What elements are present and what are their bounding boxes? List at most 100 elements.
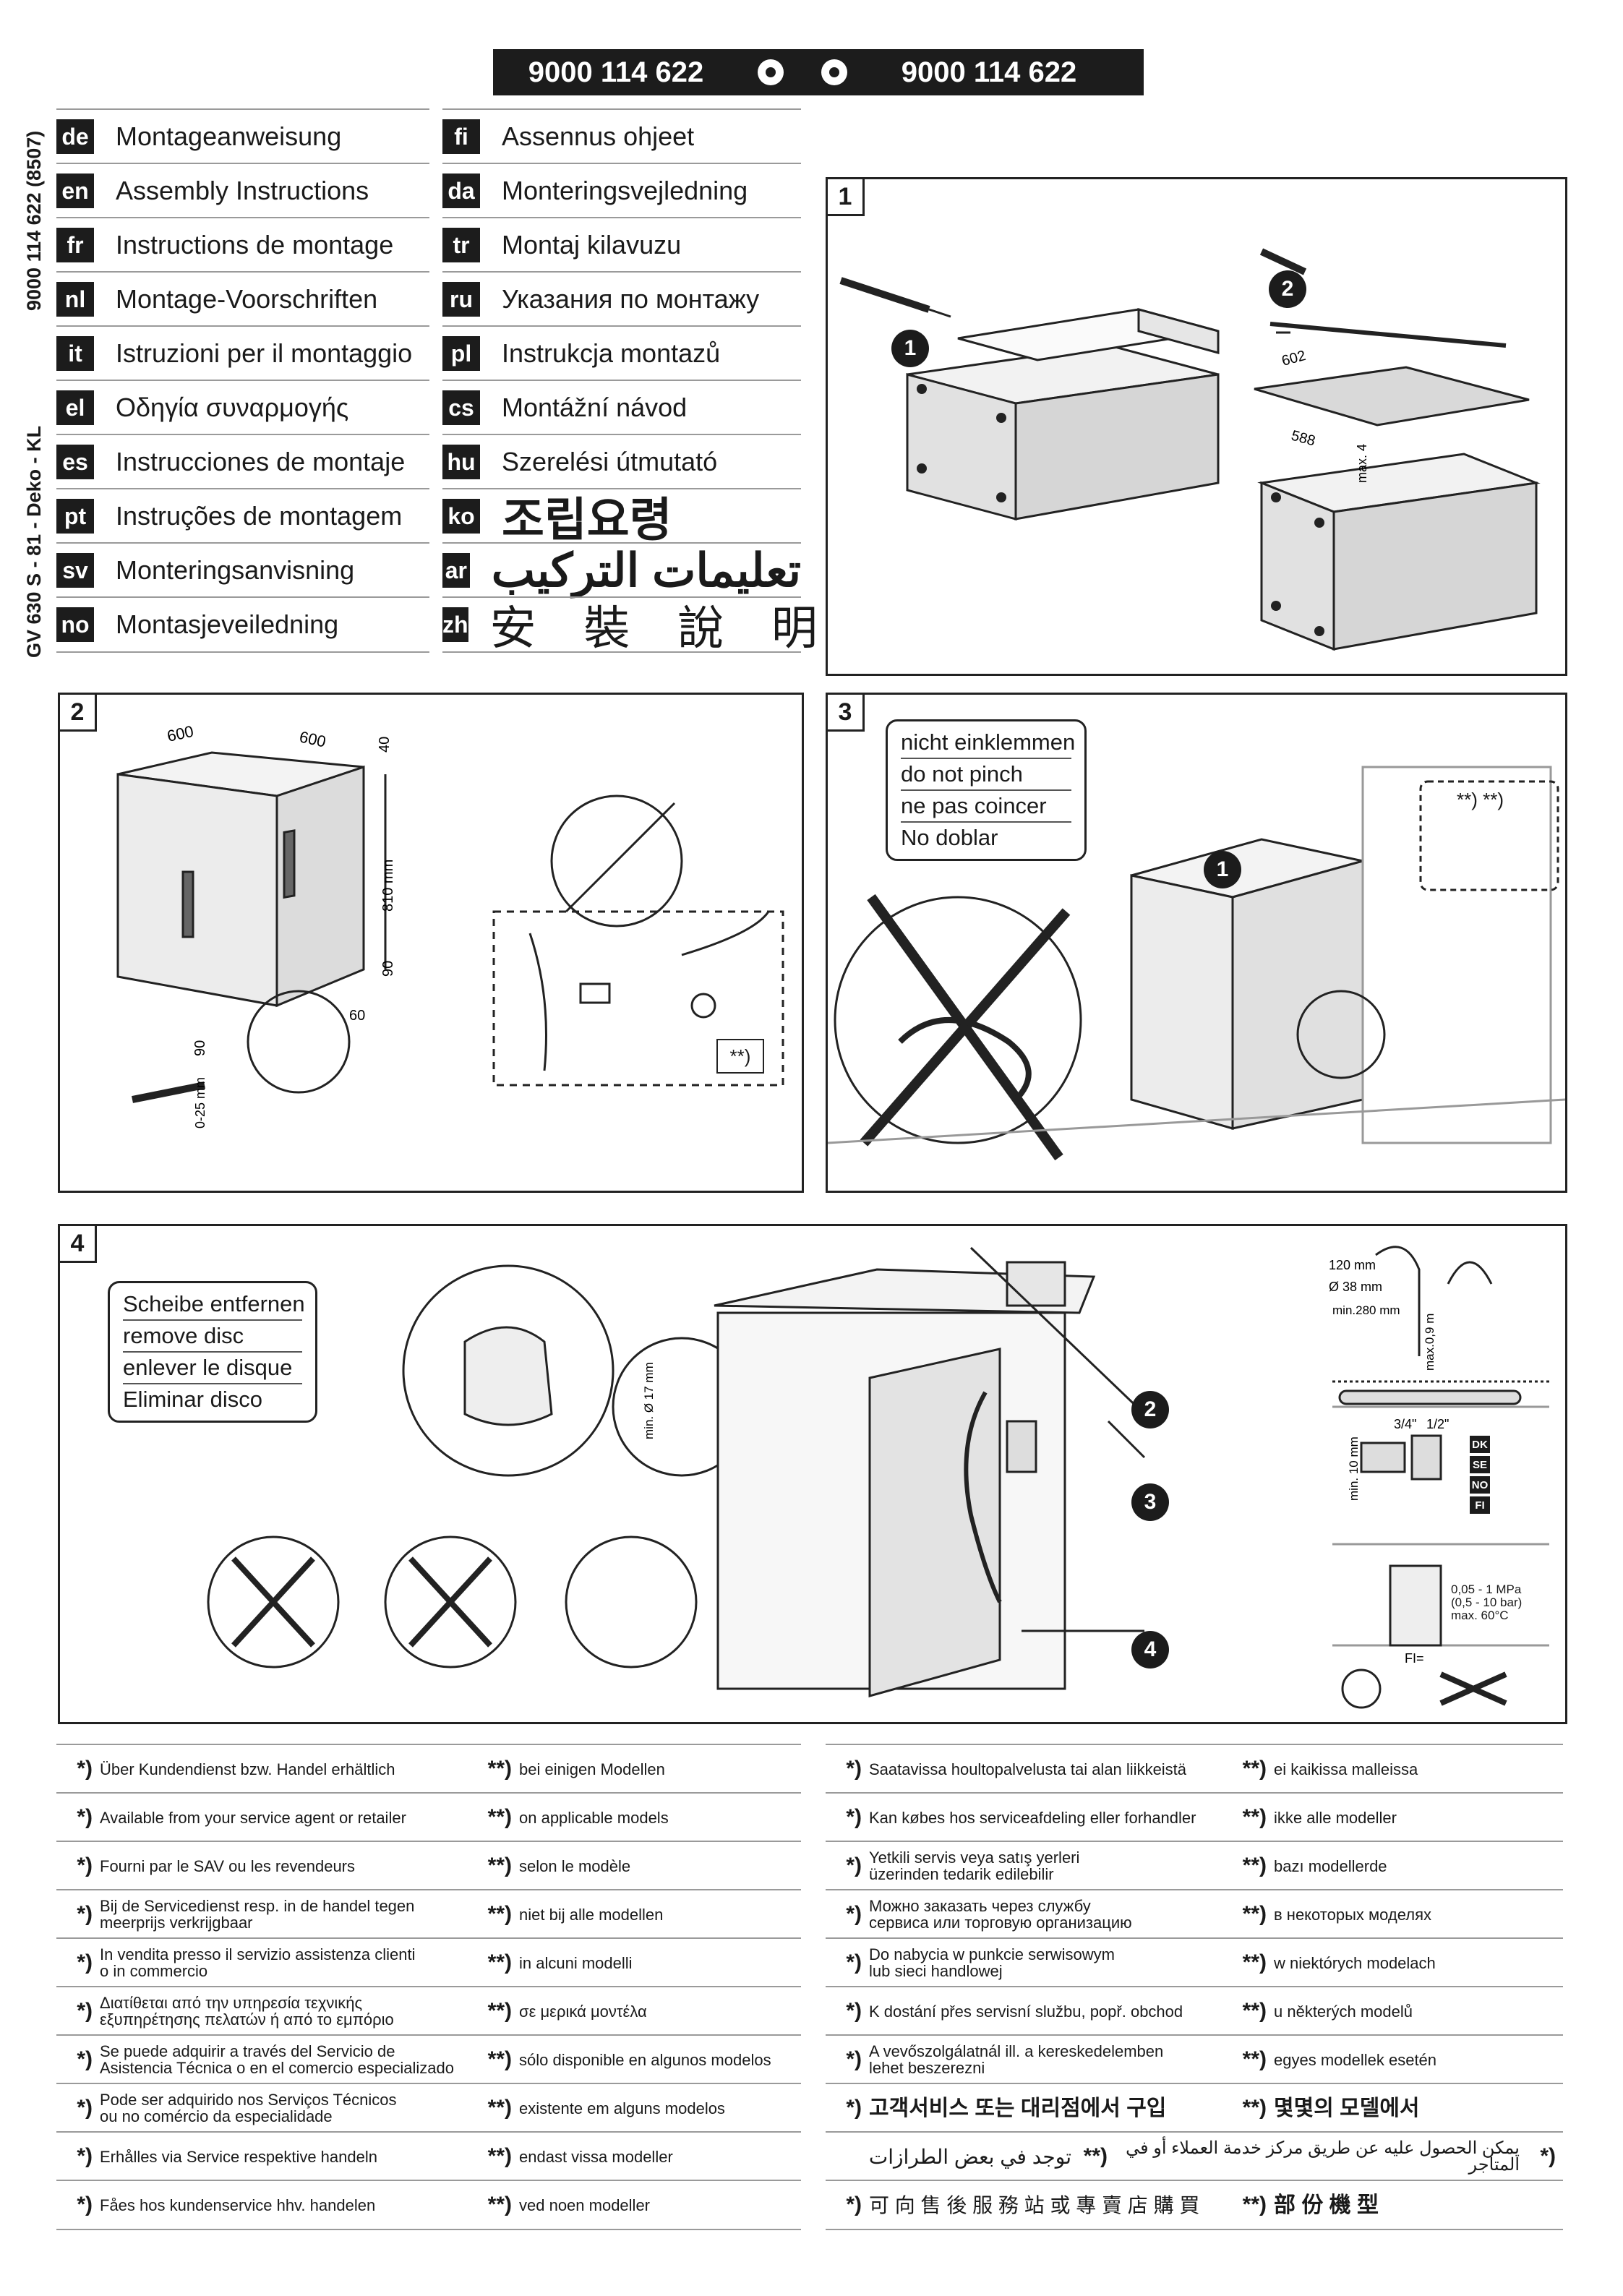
footnote-text: ei kaikissa malleissa <box>1274 1760 1418 1778</box>
language-title: Instructions de montage <box>116 230 394 260</box>
language-code: fr <box>56 228 94 262</box>
bullet-icon <box>758 59 784 85</box>
language-code: de <box>56 119 94 154</box>
step-marker-4: 4 <box>1131 1631 1169 1669</box>
language-title: تعليمات التركيب <box>491 544 801 596</box>
footnote-text: Fåes hos kundenservice hhv. handelen <box>100 2196 376 2214</box>
panel-1-illustration: 602 588 max. 4 <box>839 248 1541 651</box>
dim-foot-height: 90 <box>380 961 396 977</box>
footnote-text: niet bij alle modellen <box>519 1905 664 1924</box>
dim-602: 602 <box>1280 348 1308 369</box>
footnote-text: Можно заказать через службу сервиса или … <box>869 1897 1132 1932</box>
single-star-mark: *) <box>846 1902 862 1926</box>
dim-top: 40 <box>377 737 393 753</box>
dim-width: 600 <box>166 722 195 745</box>
fi-label: FI= <box>1405 1651 1424 1666</box>
footnote-text: in alcuni modelli <box>519 1953 633 1972</box>
panel-3-illustration <box>828 766 1565 1161</box>
language-code: it <box>56 336 94 371</box>
double-star-mark: **) <box>487 2144 512 2168</box>
single-star-mark: *) <box>77 2096 93 2120</box>
language-title: 조립요령 <box>502 494 672 546</box>
footnote-text: Saatavissa houltopalvelusta tai alan lii… <box>869 1760 1187 1778</box>
bullet-icon <box>821 59 847 85</box>
panel-number: 1 <box>828 179 865 216</box>
double-star-mark: **) <box>487 1854 512 1877</box>
double-star-mark: **) <box>487 1950 512 1974</box>
language-title: 安 裝 說 明 <box>489 602 835 654</box>
language-code: el <box>56 390 94 425</box>
thread-1-2: 1/2" <box>1426 1417 1449 1431</box>
footnote-text: Available from your service agent or ret… <box>100 1808 406 1827</box>
footnote-text: endast vissa modeller <box>519 2147 673 2166</box>
footnote-text: ved noen modeller <box>519 2196 651 2214</box>
model-notes: **) **) <box>1457 789 1504 810</box>
footnote-row: *) Pode ser adquirido nos Serviços Técnic… <box>56 2083 801 2132</box>
footnote-row: *)Yetkili servis veya satış yerleri üzer… <box>826 1841 1563 1890</box>
footnote-row: *) Do nabycia w punkcie serwisowym lub si… <box>826 1937 1563 1987</box>
language-title: Montageanweisung <box>116 121 342 151</box>
double-star-mark: **) <box>487 1805 512 1829</box>
language-title: Instruções de montagem <box>116 501 403 531</box>
footnote-row: *)Fourni par le SAV ou les revendeurs**)… <box>56 1841 801 1890</box>
dim-120: 120 mm <box>1329 1258 1376 1272</box>
footnote-text: يمكن الحصول عليه عن طريق مركز خدمة العمل… <box>1126 2138 1520 2175</box>
footnote-row: *)Available from your service agent or r… <box>56 1792 801 1841</box>
footnote-text: w niektórych modelach <box>1274 1953 1436 1972</box>
single-star-mark: *) <box>846 2047 862 2071</box>
footnote-text: Do nabycia w punkcie serwisowym lub siec… <box>869 1945 1115 1980</box>
language-title: Montaj kilavuzu <box>502 230 682 260</box>
single-star-mark: *) <box>77 2047 93 2071</box>
side-code-bottom: GV 630 S - 81 - Deko - KL <box>23 425 45 658</box>
step-marker-1: 1 <box>891 330 929 367</box>
double-star-mark: **) <box>1242 1757 1267 1781</box>
footnote-text: bei einigen Modellen <box>519 1760 665 1778</box>
pressure-spec: 0,05 - 1 MPa (0,5 - 10 bar) max. 60°C <box>1451 1582 1523 1622</box>
double-star-mark: **) <box>1242 1950 1267 1974</box>
language-title: Montasjeveiledning <box>116 609 339 639</box>
model-note: **) <box>716 1039 764 1074</box>
single-star-mark: *) <box>846 1854 862 1877</box>
instruction-text: Scheibe entfernen <box>123 1289 305 1321</box>
caution-callout: nicht einklemmen do not pinch ne pas coi… <box>886 719 1087 861</box>
footnote-row: *)يمكن الحصول عليه عن طريق مركز خدمة الع… <box>826 2131 1563 2180</box>
language-code: nl <box>56 282 94 317</box>
language-row: de Montageanweisung <box>56 108 429 163</box>
footnote-text: Se puede adquirir a través del Servicio … <box>100 2042 454 2077</box>
double-star-mark: **) <box>1242 1902 1267 1926</box>
caution-text: do not pinch <box>901 759 1071 791</box>
single-star-mark: *) <box>846 2193 862 2216</box>
language-title: Instrucciones de montaje <box>116 447 406 476</box>
double-star-mark: **) <box>1242 1854 1267 1877</box>
dim-depth: 600 <box>298 727 327 750</box>
language-code: cs <box>442 390 480 425</box>
footnote-text: 고객서비스 또는 대리점에서 구입 <box>869 2096 1167 2120</box>
footnote-text: Pode ser adquirido nos Serviços Técnicos… <box>100 2091 397 2125</box>
language-row: fr Instructions de montage <box>56 217 429 272</box>
dim-38: Ø 38 mm <box>1329 1280 1382 1294</box>
footnote-text: 部 份 機 型 <box>1274 2193 1379 2217</box>
panel-number: 3 <box>828 695 865 732</box>
step-panel-3: 3 nicht einklemmen do not pinch ne pas c… <box>826 693 1567 1193</box>
double-star-mark: **) <box>1242 2047 1267 2071</box>
dim-max: max. 4 <box>1355 444 1369 483</box>
double-star-mark: **) <box>487 2096 512 2120</box>
panel-number: 2 <box>60 695 97 732</box>
footnote-text: ikke alle modeller <box>1274 1808 1397 1827</box>
footnote-text: K dostání přes servisní službu, popř. ob… <box>869 2002 1183 2021</box>
footnote-text: selon le modèle <box>519 1856 631 1875</box>
double-star-mark: **) <box>487 2193 512 2216</box>
language-title: Assennus ohjeet <box>502 121 695 151</box>
language-code: hu <box>442 445 480 479</box>
single-star-mark: *) <box>77 1757 93 1781</box>
single-star-mark: *) <box>846 1950 862 1974</box>
double-star-mark: **) <box>1242 1805 1267 1829</box>
dim-min-280: min.280 mm <box>1332 1303 1400 1317</box>
panel-2-illustration: 600 600 40 810 mm 90 60 90 0-25 mm <box>116 722 784 1128</box>
